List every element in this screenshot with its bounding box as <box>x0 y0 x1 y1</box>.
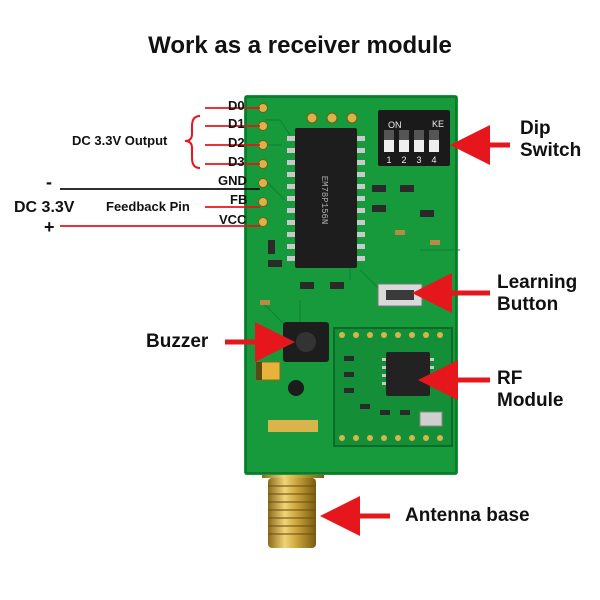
dip-switch-label-line1: Dip <box>520 118 551 139</box>
rf-module <box>333 327 453 447</box>
svg-text:4: 4 <box>431 155 436 165</box>
rf-module-label-line2: Module <box>497 390 564 411</box>
plus-label: + <box>44 217 55 237</box>
pin-label-gnd: GND <box>218 173 247 188</box>
learning-button <box>377 283 423 307</box>
chip-label: EM78P156N <box>319 176 329 225</box>
svg-text:2: 2 <box>401 155 406 165</box>
dip-switch: ON KE 1 2 3 4 <box>378 110 450 166</box>
antenna-base-label: Antenna base <box>405 505 530 526</box>
dip-switch-label-line2: Switch <box>520 140 582 161</box>
pcb-board: EM78P156N ON KE 1 2 3 4 <box>244 95 460 475</box>
buzzer-label: Buzzer <box>146 331 209 352</box>
learning-button-label-line2: Button <box>497 294 559 315</box>
callout-arrows <box>225 125 510 536</box>
buzzer <box>283 322 329 362</box>
pin-label-d3: D3 <box>228 154 245 169</box>
svg-text:3: 3 <box>416 155 421 165</box>
page-title: Work as a receiver module <box>148 32 452 59</box>
pin-lines <box>60 107 260 227</box>
svg-text:KE: KE <box>432 119 444 129</box>
svg-text:1: 1 <box>386 155 391 165</box>
rf-module-label-line1: RF <box>497 368 523 389</box>
pin-label-d2: D2 <box>228 135 245 150</box>
pin-label-fb: FB <box>230 192 248 207</box>
output-label: DC 3.3V Output <box>72 133 168 148</box>
svg-text:ON: ON <box>388 120 402 130</box>
pin-label-d0: D0 <box>228 98 245 113</box>
output-brace <box>184 115 201 169</box>
power-label: DC 3.3V <box>14 199 75 216</box>
learning-button-label-line1: Learning <box>497 272 578 293</box>
pin-label-vcc: VCC <box>219 212 247 227</box>
minus-label: - <box>46 172 52 192</box>
feedback-label: Feedback Pin <box>106 199 190 214</box>
pin-label-d1: D1 <box>228 116 245 131</box>
